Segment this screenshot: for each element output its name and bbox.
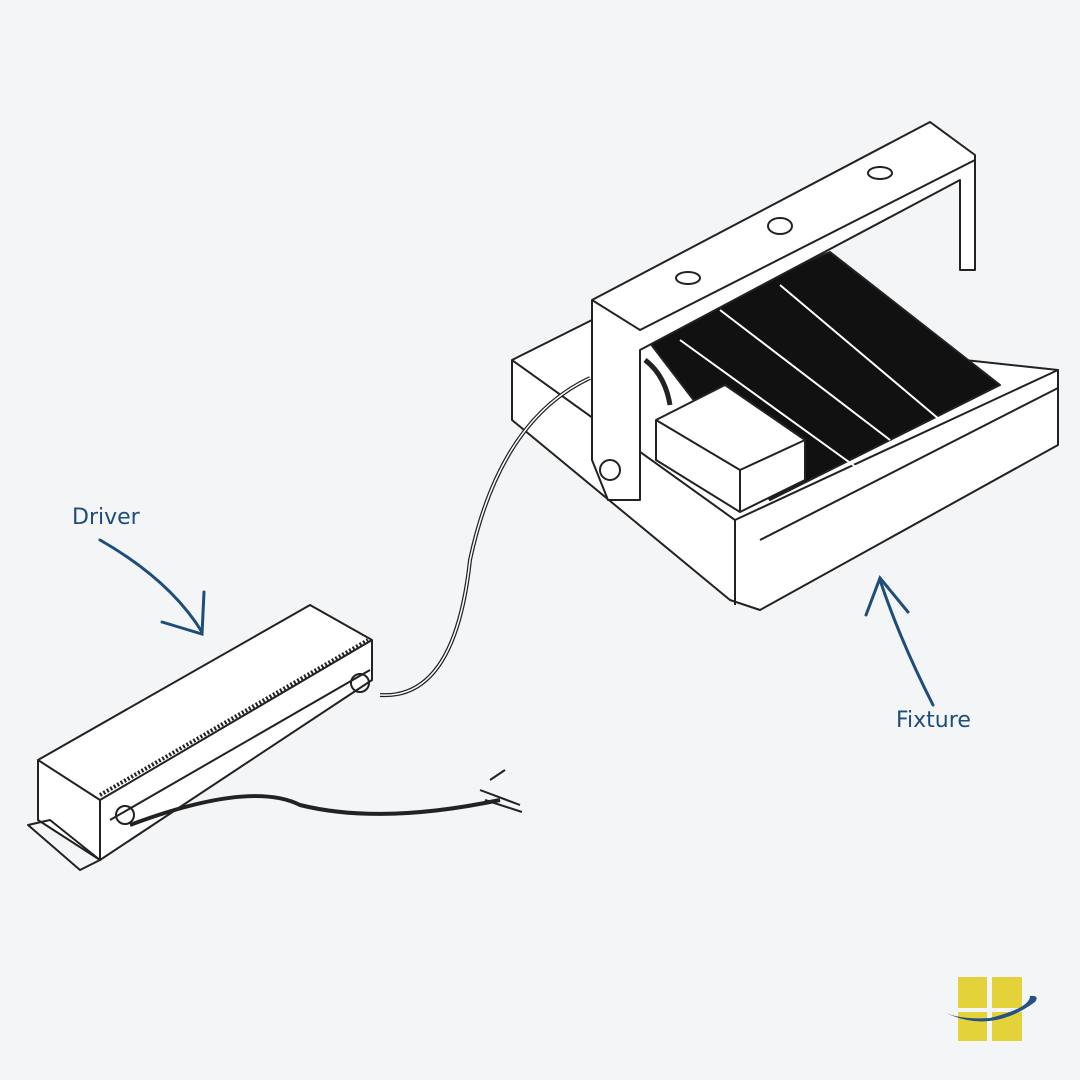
driver-label: Driver — [72, 505, 140, 530]
fixture-arrow — [878, 578, 935, 707]
company-logo — [944, 977, 1037, 1041]
fixture-drawing — [511, 121, 1059, 611]
driver-arrowhead — [160, 590, 206, 636]
driver-arrow — [98, 538, 204, 634]
fixture-arrowhead — [864, 575, 910, 617]
driver-drawing — [27, 604, 523, 871]
fixture-label: Fixture — [896, 708, 971, 733]
